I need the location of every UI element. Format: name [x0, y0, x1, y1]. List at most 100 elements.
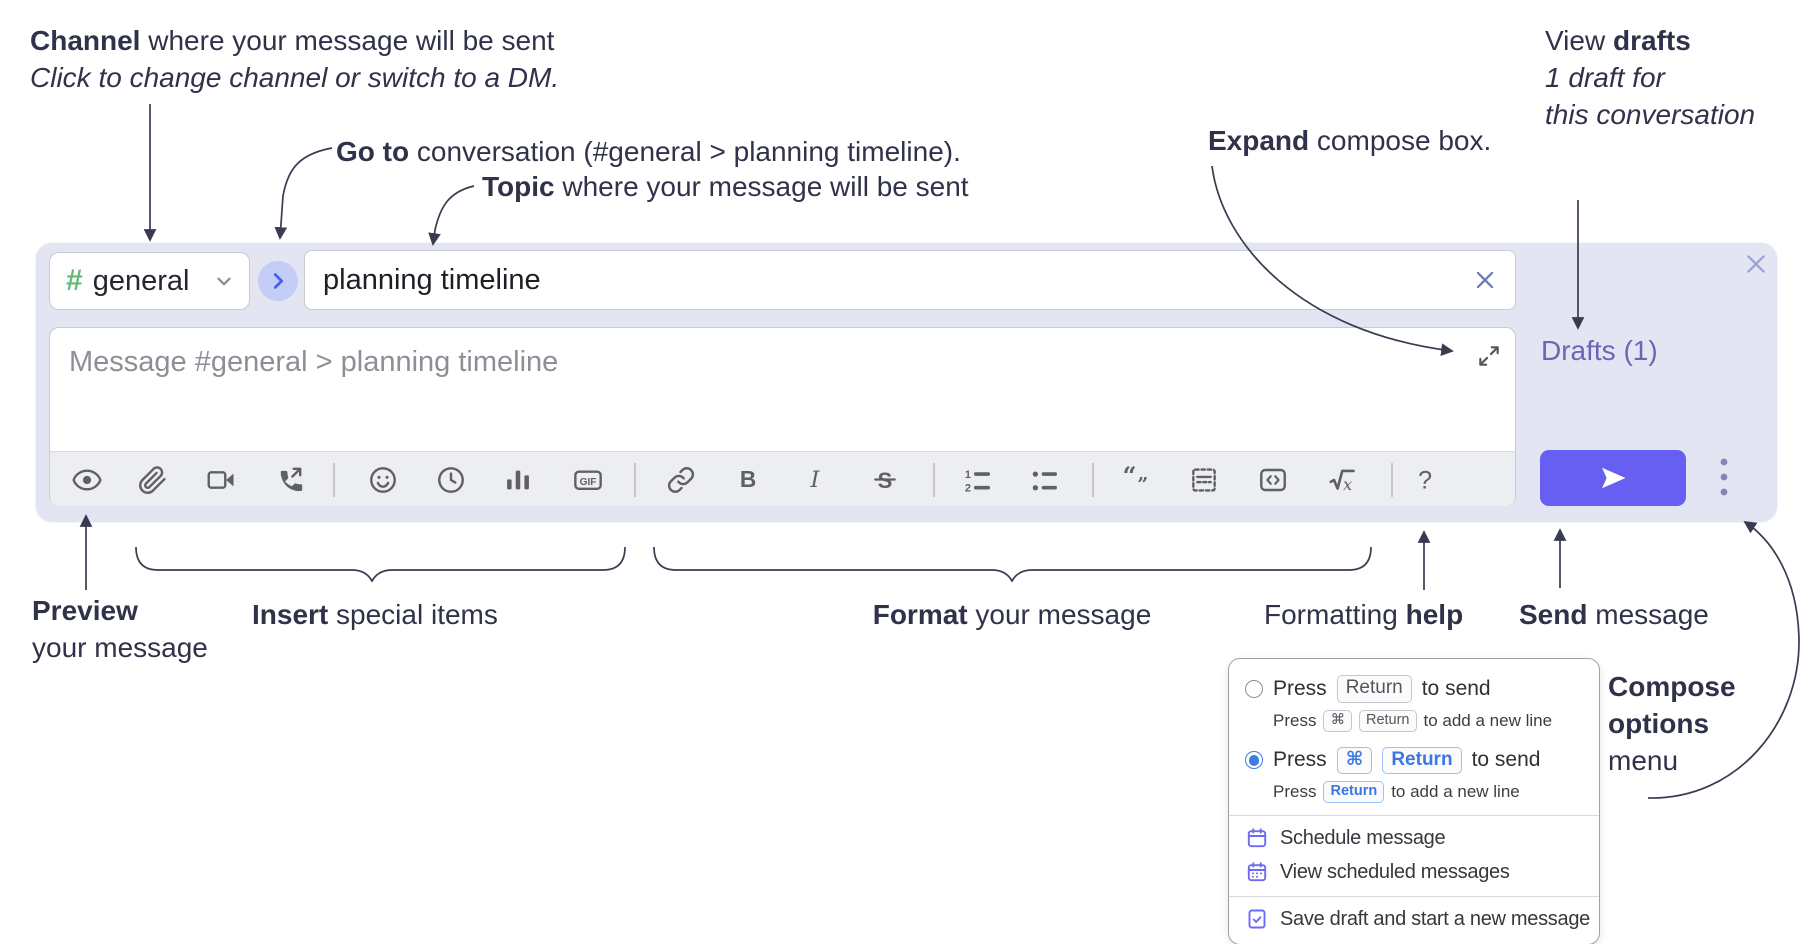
send-option-cmd-return[interactable]: Press ⌘ Return to send	[1245, 746, 1583, 775]
toolbar-divider	[634, 463, 636, 497]
preview-button[interactable]	[64, 457, 110, 503]
save-draft-icon	[1245, 907, 1269, 931]
svg-text:x: x	[1343, 475, 1352, 494]
expand-compose-button[interactable]	[1474, 341, 1504, 371]
compose-options-button[interactable]	[1708, 452, 1740, 504]
message-placeholder: Message #general > planning timeline	[69, 346, 559, 378]
topic-annotation: Topic where your message will be sent	[482, 168, 969, 205]
vertical-ellipsis-icon	[1720, 458, 1728, 496]
math-button[interactable]: x	[1319, 457, 1365, 503]
preview-annotation-rest: your message	[32, 632, 208, 663]
poll-button[interactable]	[495, 457, 541, 503]
compose-options-annotation-line1: Compose	[1608, 671, 1736, 702]
italic-button[interactable]: I	[792, 457, 838, 503]
format-annotation-rest: your message	[967, 599, 1152, 630]
radio-off-icon[interactable]	[1245, 679, 1263, 698]
strikethrough-button[interactable]: S	[862, 457, 908, 503]
preview-annotation-bold: Preview	[32, 595, 138, 626]
time-button[interactable]	[428, 457, 474, 503]
channel-annotation-italic: Click to change channel or switch to a D…	[30, 62, 560, 93]
toolbar-divider	[333, 463, 335, 497]
option2-pre: Press	[1273, 748, 1327, 772]
message-compose-area[interactable]: Message #general > planning timeline GIF…	[49, 327, 1516, 506]
spoiler-icon	[1192, 468, 1216, 492]
send-annotation-bold: Send	[1519, 599, 1588, 630]
radio-on-icon[interactable]	[1245, 751, 1263, 770]
close-icon	[1476, 271, 1494, 289]
cmd-key-chip: ⌘	[1323, 709, 1352, 732]
send-button[interactable]	[1540, 450, 1686, 506]
format-brace	[653, 546, 1372, 583]
svg-text:“: “	[1123, 464, 1137, 490]
topic-annotation-rest: where your message will be sent	[554, 171, 969, 202]
channel-annotation-bold: Channel	[30, 25, 141, 56]
svg-text:?: ?	[1418, 467, 1432, 495]
expand-icon	[1479, 346, 1499, 366]
send-annotation-rest: message	[1587, 599, 1709, 630]
send-option-cmd-return-subtext: Press Return to add a new line	[1273, 781, 1583, 804]
voice-call-button[interactable]	[266, 457, 312, 503]
channel-hash-icon: #	[66, 264, 83, 297]
voice-call-icon	[280, 467, 303, 492]
preview-icon	[72, 469, 102, 491]
compose-options-annotation: Compose options menu	[1608, 668, 1736, 779]
bold-button[interactable]: B	[725, 457, 771, 503]
drafts-annotation-line3: this conversation	[1545, 99, 1756, 130]
svg-text:2: 2	[965, 483, 971, 495]
topic-leader-line	[428, 185, 475, 246]
toolbar-divider	[933, 463, 935, 497]
drafts-link[interactable]: Drafts (1)	[1541, 335, 1658, 366]
goto-leader-line	[274, 147, 333, 240]
toolbar-divider	[1391, 463, 1393, 497]
toolbar-divider	[1092, 463, 1094, 497]
option2-post: to send	[1471, 748, 1541, 772]
channel-annotation: Channel where your message will be sent …	[30, 22, 559, 96]
channel-name: general	[92, 264, 190, 297]
chevron-right-icon	[273, 273, 284, 289]
formatting-help-annotation-pre: Formatting	[1264, 599, 1406, 630]
video-call-button[interactable]	[198, 457, 244, 503]
menu-divider	[1229, 896, 1599, 898]
clear-topic-button[interactable]	[1469, 264, 1501, 296]
quote-icon: “”	[1123, 464, 1148, 496]
poll-icon	[507, 470, 529, 490]
send-icon	[1602, 467, 1626, 489]
close-compose-button[interactable]	[1739, 247, 1773, 281]
menu-item-schedule-message[interactable]: Schedule message	[1245, 826, 1583, 850]
compose-options-annotation-line2: options	[1608, 708, 1710, 739]
menu-item-view-scheduled-messages[interactable]: View scheduled messages	[1245, 860, 1583, 884]
send-option-return[interactable]: Press Return to send	[1245, 675, 1583, 703]
expand-annotation-bold: Expand	[1208, 125, 1310, 156]
format-annotation: Format your message	[812, 596, 1212, 633]
help-button[interactable]: ?	[1402, 457, 1448, 503]
preview-annotation: Preview your message	[32, 592, 208, 666]
spoiler-button[interactable]	[1181, 457, 1227, 503]
channel-selector[interactable]: # general	[49, 252, 250, 310]
insert-annotation-bold: Insert	[252, 599, 329, 630]
calendar-icon	[1245, 826, 1269, 850]
formatting-help-annotation-bold: help	[1405, 599, 1464, 630]
gif-icon: GIF	[574, 470, 602, 491]
bulleted-list-button[interactable]	[1022, 457, 1068, 503]
link-icon	[667, 467, 695, 493]
option1-pre: Press	[1273, 676, 1327, 700]
italic-icon: I	[810, 467, 821, 493]
svg-text:I: I	[810, 467, 821, 493]
numbered-list-icon: 12	[965, 469, 990, 495]
menu-item-save-draft-and-start-a-new-message[interactable]: Save draft and start a new message	[1245, 907, 1590, 931]
code-button[interactable]	[1250, 457, 1296, 503]
quote-button[interactable]: “”	[1115, 457, 1161, 503]
go-to-conversation-button[interactable]	[258, 261, 298, 301]
insert-annotation-rest: special items	[328, 599, 498, 630]
send-annotation: Send message	[1519, 596, 1709, 633]
topic-annotation-bold: Topic	[482, 171, 555, 202]
link-button[interactable]	[658, 457, 704, 503]
emoji-button[interactable]	[360, 457, 406, 503]
gif-button[interactable]: GIF	[565, 457, 611, 503]
option1-post: to send	[1421, 676, 1491, 700]
svg-text:B: B	[740, 466, 756, 492]
topic-input[interactable]: planning timeline	[304, 250, 1516, 310]
attach-file-button[interactable]	[130, 457, 176, 503]
